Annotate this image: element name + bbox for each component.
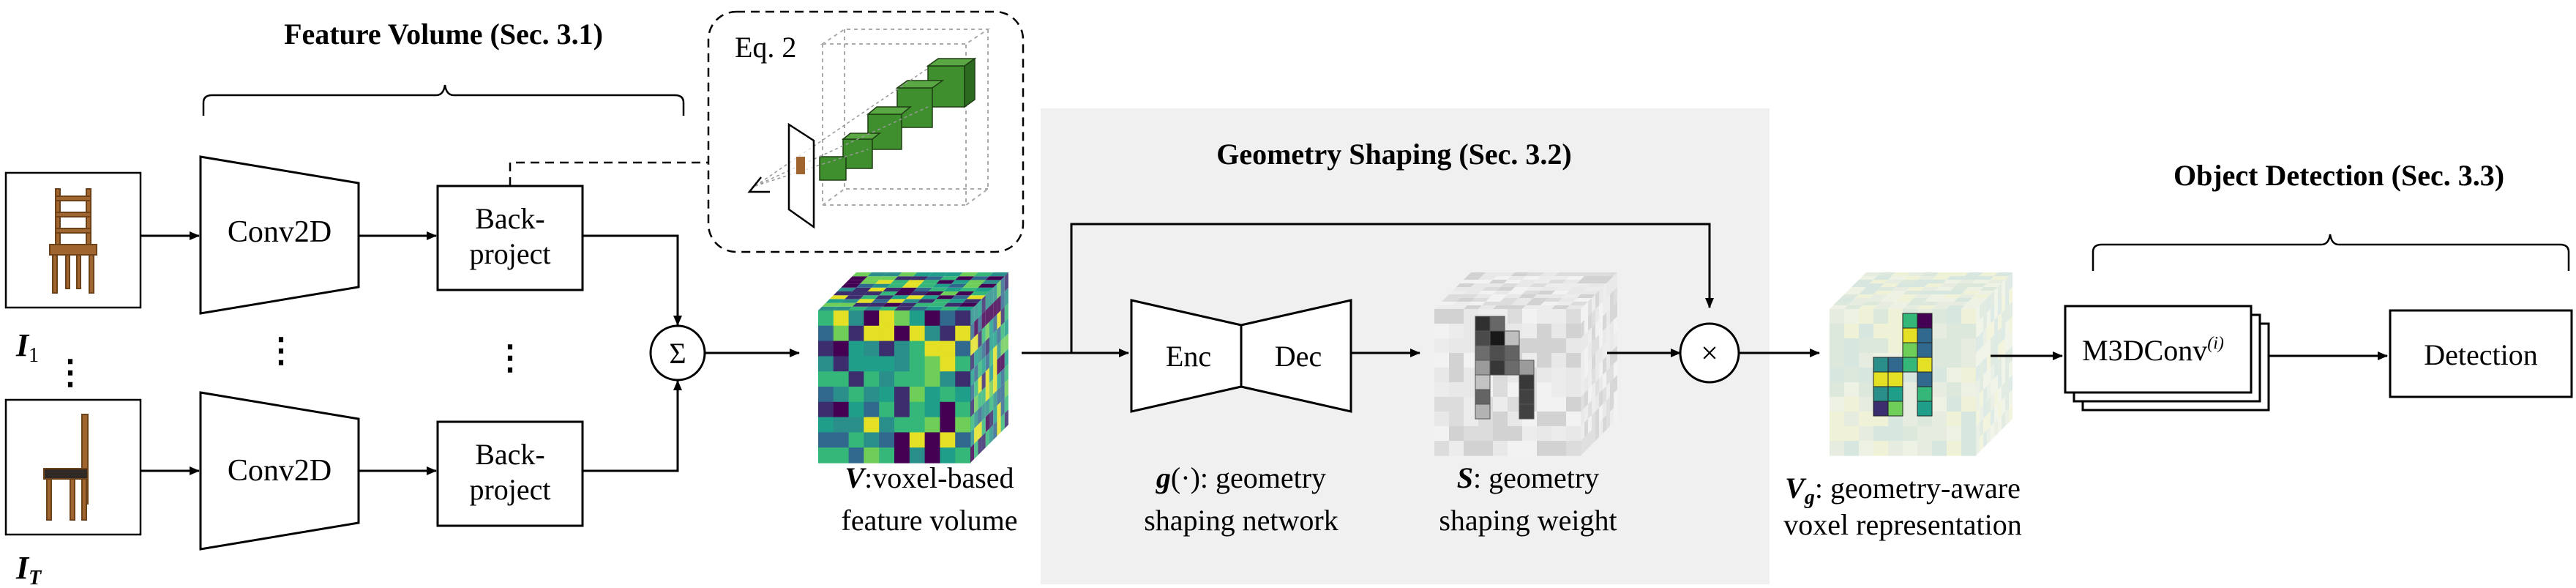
geometry-aware-caption-line2: voxel representation	[1783, 508, 2021, 541]
m3dconv-block	[2064, 305, 2253, 394]
shaping-network-caption-line2: shaping network	[1144, 504, 1338, 537]
backproject-bottom-block	[436, 420, 584, 527]
detection-block	[2389, 309, 2573, 398]
m3dconv-label: M3DConv(i)	[2082, 334, 2224, 367]
conv2d-bottom-label: Conv2D	[228, 454, 332, 488]
conv2d-bottom-block	[199, 391, 360, 551]
inset-voxel-blocks	[819, 57, 977, 181]
object-detection-title: Object Detection (Sec. 3.3)	[2174, 159, 2504, 192]
camera-icon	[747, 176, 770, 193]
feature-volume-caption: V:voxel-based	[845, 461, 1014, 494]
feature-volume-title: Feature Volume (Sec. 3.1)	[284, 18, 603, 51]
conv2d-ellipsis: ⋮	[264, 332, 298, 369]
shaping-weight-caption-line2: shaping weight	[1439, 504, 1617, 537]
input-label-last: IT	[15, 550, 42, 588]
input-image-first	[4, 171, 142, 309]
shaping-weight-cube	[1434, 272, 1617, 456]
decoder-label: Dec	[1275, 340, 1322, 373]
conv2d-top-label: Conv2D	[228, 215, 332, 249]
shaping-network-caption: g(·): geometry	[1156, 461, 1326, 494]
object-detection-brace	[2092, 234, 2570, 271]
feature-volume-brace	[202, 84, 685, 116]
inset-image-plane	[787, 122, 815, 229]
decoder-block	[1240, 299, 1352, 413]
geometry-aware-caption: Vg: geometry-aware	[1785, 472, 2021, 509]
geometry-aware-cube	[1830, 272, 2012, 456]
input-ellipsis: ⋮	[53, 354, 87, 391]
skip-connection	[1070, 223, 1714, 353]
detection-label: Detection	[2424, 338, 2538, 371]
arrow-backproject-top-sum	[583, 234, 682, 326]
feature-volume-cube	[818, 272, 1008, 464]
encoder-label: Enc	[1166, 340, 1211, 373]
backproject-top-label: Back-project	[469, 202, 550, 270]
multiply-symbol: ×	[1701, 337, 1718, 371]
sum-symbol: Σ	[669, 337, 686, 370]
chair-side-image	[43, 414, 89, 521]
arrow-backproject-bottom-sum	[583, 380, 682, 472]
backproject-ellipsis: ⋮	[493, 339, 527, 376]
backproject-top-block	[436, 185, 584, 291]
shaping-weight-caption: S: geometry	[1457, 461, 1599, 494]
chair-front-image	[49, 188, 97, 294]
input-image-last	[4, 398, 142, 536]
inset-wireframe-cube	[820, 29, 991, 206]
backproject-bottom-label: Back-project	[469, 438, 550, 506]
inset-chair-thumbnail	[796, 157, 805, 174]
backproject-inset-connector	[509, 161, 708, 186]
eq2-label: Eq. 2	[735, 31, 796, 64]
feature-volume-caption-line2: feature volume	[842, 504, 1018, 537]
conv2d-top-block	[199, 155, 360, 315]
input-label-first: I1	[15, 327, 39, 367]
geometry-shaping-title: Geometry Shaping (Sec. 3.2)	[1216, 138, 1572, 171]
eq2-inset: Eq. 2	[707, 10, 1025, 253]
